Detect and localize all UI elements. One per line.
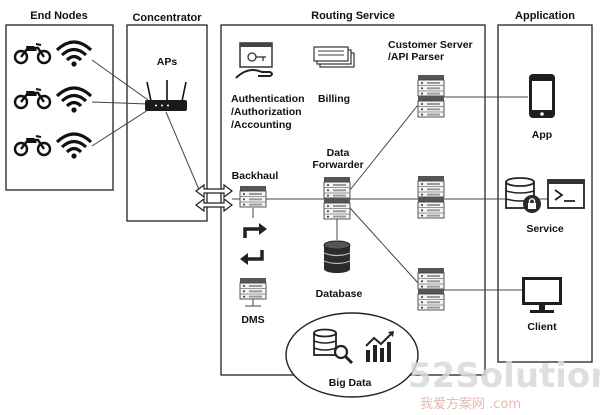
customer-server-label-line1: Customer Server: [388, 39, 473, 51]
smartphone-icon: [529, 74, 555, 118]
auth-label-line1: Authentication: [231, 93, 305, 105]
service-label: Service: [526, 223, 564, 235]
billing-icon: [313, 46, 355, 68]
big-data-label: Big Data: [329, 377, 372, 389]
lock-icon: [523, 195, 541, 213]
link-node3-ap: [91, 109, 149, 147]
customer-server-icon: [417, 95, 445, 118]
database-icon: [323, 240, 351, 273]
service-server-icon: [417, 196, 445, 219]
header-concentrator: Concentrator: [132, 12, 202, 24]
data-forwarder-label-line1: Data: [327, 147, 350, 159]
customer-server-label-line2: /API Parser: [388, 51, 444, 63]
client-server-icon: [417, 288, 445, 311]
magnifier-icon: [333, 344, 354, 365]
growth-chart-icon: [365, 331, 394, 362]
big-data-database-icon: [313, 328, 337, 356]
aps-label: APs: [157, 56, 178, 68]
monitor-icon: [522, 277, 562, 313]
client-server-icon: [417, 267, 445, 290]
link-node1-ap: [91, 59, 149, 101]
data-forwarder-server-icon: [323, 197, 351, 220]
watermark-brand: 52Solution: [408, 356, 600, 396]
customer-server-icon: [417, 74, 445, 97]
database-label: Database: [316, 288, 363, 300]
billing-label: Billing: [318, 93, 350, 105]
header-application: Application: [515, 10, 575, 22]
service-server-icon: [417, 175, 445, 198]
router-icon: [145, 80, 187, 111]
watermark-subtitle: 我爱方案网 .com: [420, 396, 521, 412]
backhaul-arrows-icon: [195, 183, 233, 213]
link-ap-backhaul: [165, 111, 201, 193]
link-node2-ap: [91, 101, 149, 105]
backhaul-server-icon: [239, 185, 267, 208]
backhaul-label: Backhaul: [232, 170, 279, 182]
dms-server-icon: [239, 277, 267, 300]
header-end-nodes: End Nodes: [30, 10, 87, 22]
concentrator-box: [126, 24, 208, 222]
link-forwarder-client-server: [349, 207, 419, 284]
header-routing-service: Routing Service: [311, 10, 395, 22]
data-forwarder-label-line2: Forwarder: [312, 159, 363, 171]
data-forwarder-server-icon: [323, 176, 351, 199]
service-database-icon: [505, 177, 535, 209]
connection-lines: [91, 59, 580, 291]
client-label: Client: [527, 321, 557, 333]
link-forwarder-customer-server: [349, 104, 419, 191]
authentication-icon: [235, 42, 273, 79]
auth-label-line3: /Accounting: [231, 119, 292, 131]
dms-label: DMS: [241, 314, 264, 326]
terminal-icon: [547, 179, 585, 209]
auth-label-line2: /Authorization: [231, 106, 302, 118]
sync-icon: [240, 223, 267, 265]
app-label: App: [532, 129, 552, 141]
